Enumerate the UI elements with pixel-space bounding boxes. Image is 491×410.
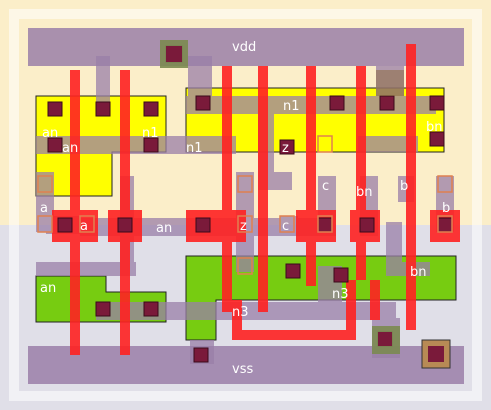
an-label-2: an <box>62 141 78 156</box>
a-label-1: a <box>40 201 48 216</box>
n1-label-1: n1 <box>142 126 159 141</box>
bn-label-3: bn <box>410 265 427 280</box>
poly-gates <box>52 44 460 355</box>
cell-boundary <box>9 9 482 401</box>
n1-label-3: n1 <box>283 99 300 114</box>
vss-label: vss <box>232 362 253 377</box>
z-label-2: z <box>240 219 247 234</box>
b-label-2: b <box>442 201 450 216</box>
bn-label-2: bn <box>356 185 373 200</box>
n1-label-2: n1 <box>186 141 203 156</box>
n3-label-2: n3 <box>232 305 249 320</box>
via-blocks <box>160 40 451 369</box>
n3-label-1: n3 <box>332 287 349 302</box>
bn-label-1: bn <box>426 120 443 135</box>
a-label-2: a <box>80 219 88 234</box>
b-label-1: b <box>400 179 408 194</box>
an-label-3: an <box>156 221 172 236</box>
z-label-1: z <box>282 141 289 156</box>
an-label-4: an <box>40 281 56 296</box>
vdd-label: vdd <box>232 40 256 55</box>
an-label-1: an <box>42 126 58 141</box>
c-label-1: c <box>322 179 329 194</box>
c-label-2: c <box>282 219 289 234</box>
via-outlines <box>37 135 453 275</box>
